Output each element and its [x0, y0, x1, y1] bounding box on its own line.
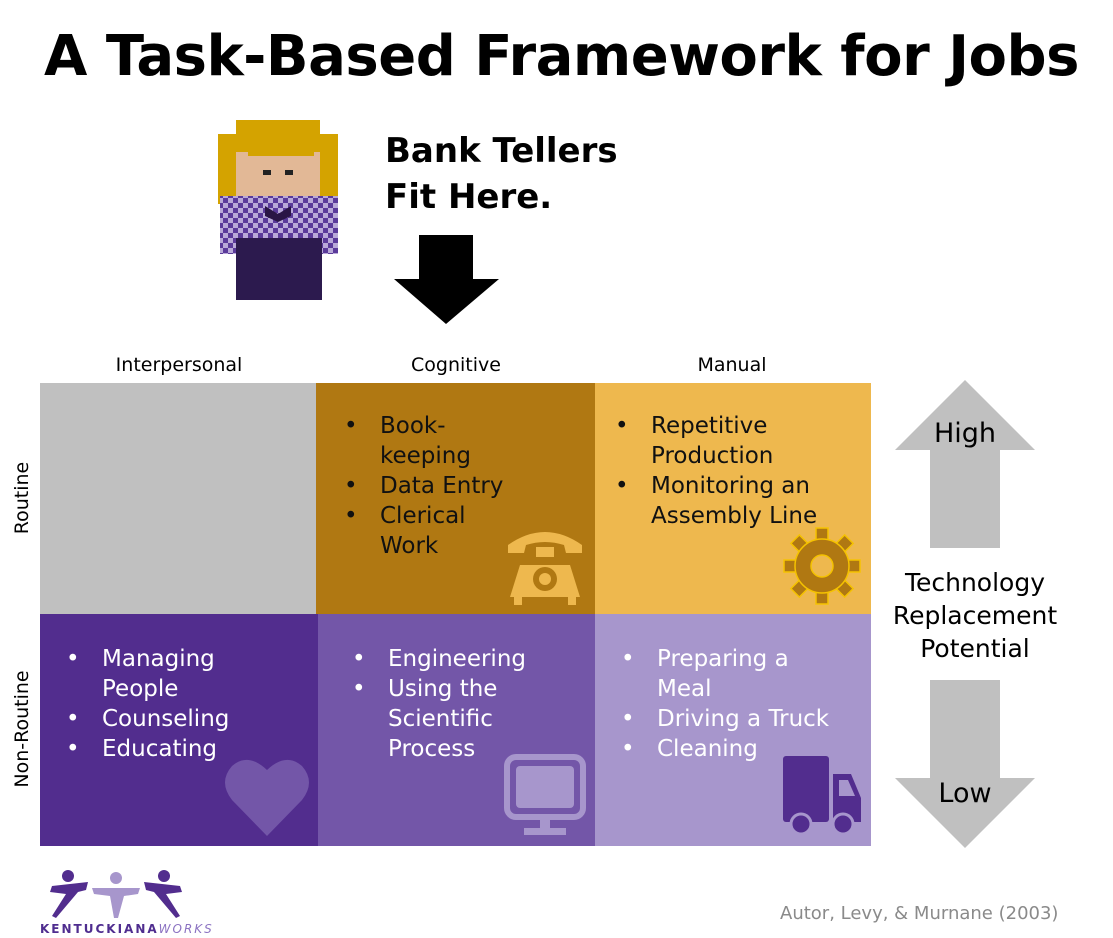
computer-monitor-icon: [504, 754, 586, 835]
high-label: High: [933, 418, 997, 449]
row-header-routine: Routine: [11, 461, 33, 535]
telephone-icon: [508, 532, 582, 605]
logo-icon: [50, 870, 182, 918]
heart-icon: [225, 759, 309, 836]
column-header-manual: Manual: [697, 354, 767, 376]
logo-text: KENTUCKIANAWORKS: [40, 922, 214, 936]
list-item: Driving a Truck: [621, 704, 861, 734]
list-item: Monitoring an Assembly Line: [615, 471, 841, 531]
list-item: Book-keeping: [344, 411, 471, 471]
row-header-nonroutine: Non-Routine: [11, 670, 33, 788]
gear-icon: [783, 527, 861, 605]
cell-routine-interpersonal: [40, 383, 316, 614]
list-item: Cleaning: [621, 734, 861, 764]
callout-line-1: Bank Tellers: [385, 131, 618, 171]
list-item: Managing People: [66, 644, 232, 704]
column-header-interpersonal: Interpersonal: [115, 354, 243, 376]
technology-replacement-label: Technology Replacement Potential: [892, 568, 1058, 663]
callout-text: Bank Tellers Fit Here.: [385, 128, 618, 220]
list-item: Engineering: [352, 644, 552, 674]
cell-nonroutine-interpersonal: Managing People Counseling Educating: [40, 614, 318, 846]
low-label: Low: [938, 778, 992, 809]
truck-icon: [783, 756, 861, 836]
list-item: Preparing a Meal: [621, 644, 807, 704]
list-item: Data Entry: [344, 471, 504, 501]
list-item: Educating: [66, 734, 306, 764]
logo-text-part2: WORKS: [158, 922, 214, 936]
down-arrow-icon: [895, 680, 1035, 848]
citation: Autor, Levy, & Murnane (2003): [780, 903, 1059, 924]
person-icon: [218, 120, 338, 300]
callout-line-2: Fit Here.: [385, 177, 553, 217]
list-item: Using the Scientific Process: [352, 674, 528, 764]
up-arrow-icon: [895, 380, 1035, 548]
down-arrow-icon: [394, 235, 499, 324]
list-item: Clerical Work: [344, 501, 470, 561]
cell-routine-manual: Repetitive Production Monitoring an Asse…: [595, 383, 871, 614]
column-header-cognitive: Cognitive: [411, 354, 501, 376]
logo-text-part1: KENTUCKIANA: [40, 922, 159, 936]
cell-nonroutine-cognitive: Engineering Using the Scientific Process: [318, 614, 595, 846]
list-item: Counseling: [66, 704, 306, 734]
page-title: A Task-Based Framework for Jobs: [44, 24, 1079, 89]
list-item: Repetitive Production: [615, 411, 791, 471]
cell-nonroutine-manual: Preparing a Meal Driving a Truck Cleanin…: [595, 614, 871, 846]
cell-routine-cognitive: Book-keeping Data Entry Clerical Work: [316, 383, 595, 614]
